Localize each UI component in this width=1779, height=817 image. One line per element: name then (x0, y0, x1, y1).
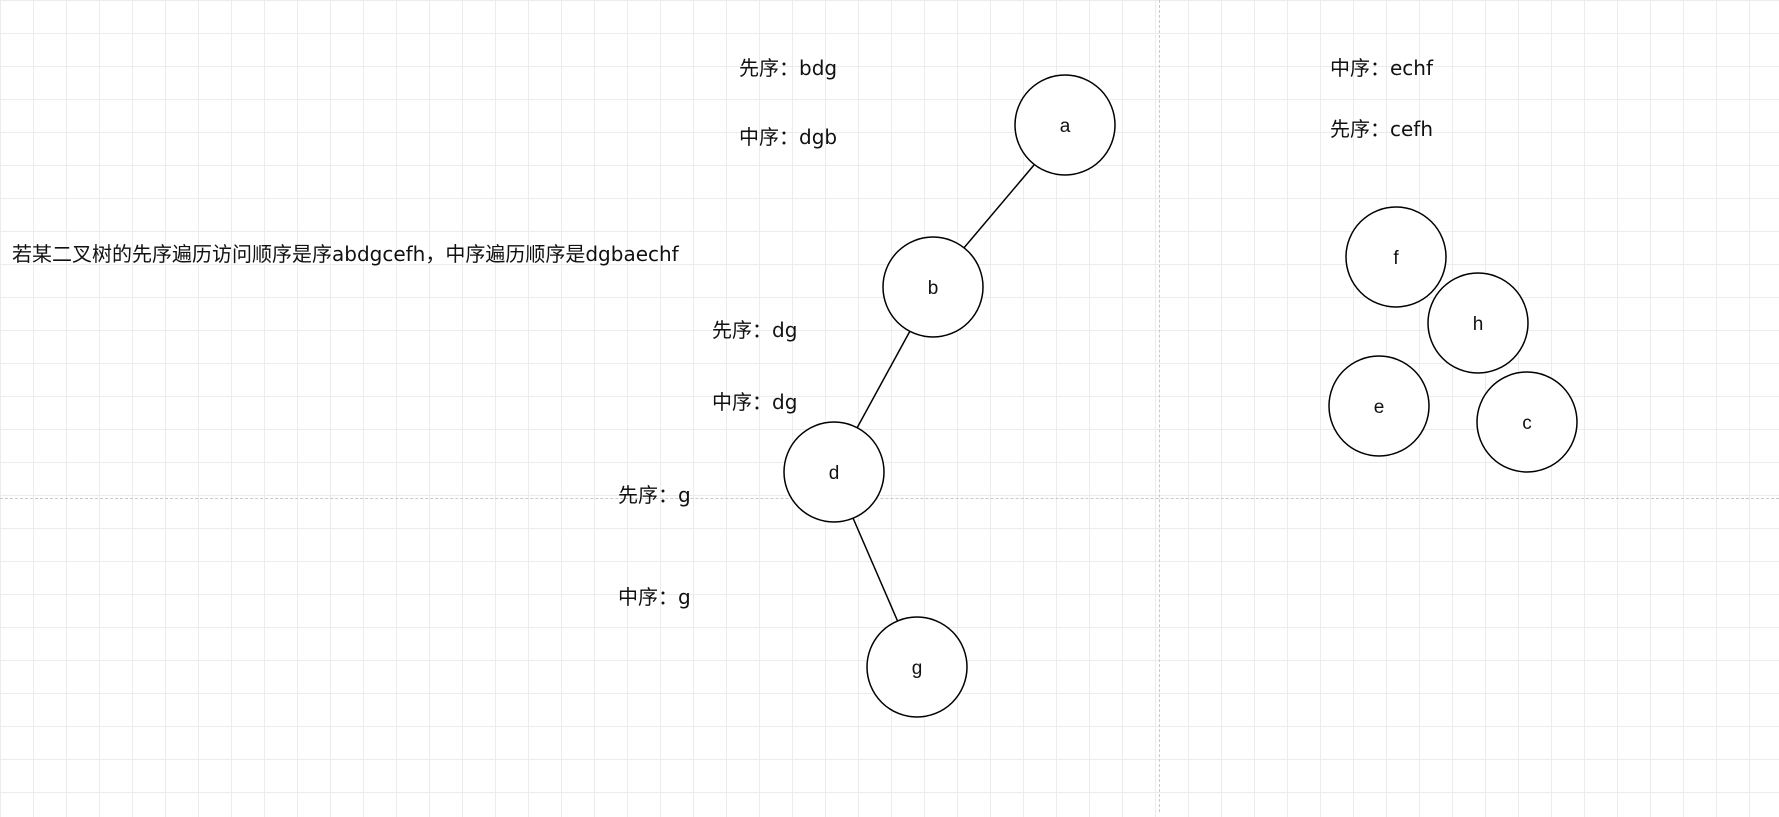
node-e[interactable]: e (1328, 355, 1430, 457)
annotation-a-preorder[interactable]: 先序：bdg (739, 56, 838, 80)
node-a[interactable]: a (1014, 74, 1116, 176)
annotation-d-inorder[interactable]: 中序：g (618, 585, 691, 609)
question-text[interactable]: 若某二叉树的先序遍历访问顺序是序abdgcefh，中序遍历顺序是dgbaechf (12, 242, 679, 266)
edge-a-b[interactable] (962, 164, 1035, 250)
annotation-right-inorder[interactable]: 中序：echf (1330, 56, 1434, 80)
node-b-label: b (928, 278, 939, 299)
node-h[interactable]: h (1427, 272, 1529, 374)
annotation-b-inorder[interactable]: 中序：dg (712, 390, 798, 414)
edge-d-g[interactable] (852, 517, 899, 623)
annotation-right-preorder[interactable]: 先序：cefh (1330, 117, 1434, 141)
node-g[interactable]: g (866, 616, 968, 718)
node-d-label: d (829, 463, 840, 484)
node-f-label: f (1393, 248, 1399, 269)
annotation-d-preorder[interactable]: 先序：g (618, 483, 691, 507)
node-b[interactable]: b (882, 236, 984, 338)
annotation-b-preorder[interactable]: 先序：dg (712, 318, 798, 342)
annotation-a-inorder[interactable]: 中序：dgb (739, 125, 838, 149)
node-a-label: a (1060, 116, 1071, 137)
node-c[interactable]: c (1476, 371, 1578, 473)
node-c-label: c (1522, 413, 1532, 434)
node-g-label: g (912, 658, 923, 679)
edge-b-d[interactable] (856, 330, 911, 429)
node-h-label: h (1473, 314, 1484, 335)
node-e-label: e (1374, 397, 1385, 418)
node-f[interactable]: f (1345, 206, 1447, 308)
node-d[interactable]: d (783, 421, 885, 523)
